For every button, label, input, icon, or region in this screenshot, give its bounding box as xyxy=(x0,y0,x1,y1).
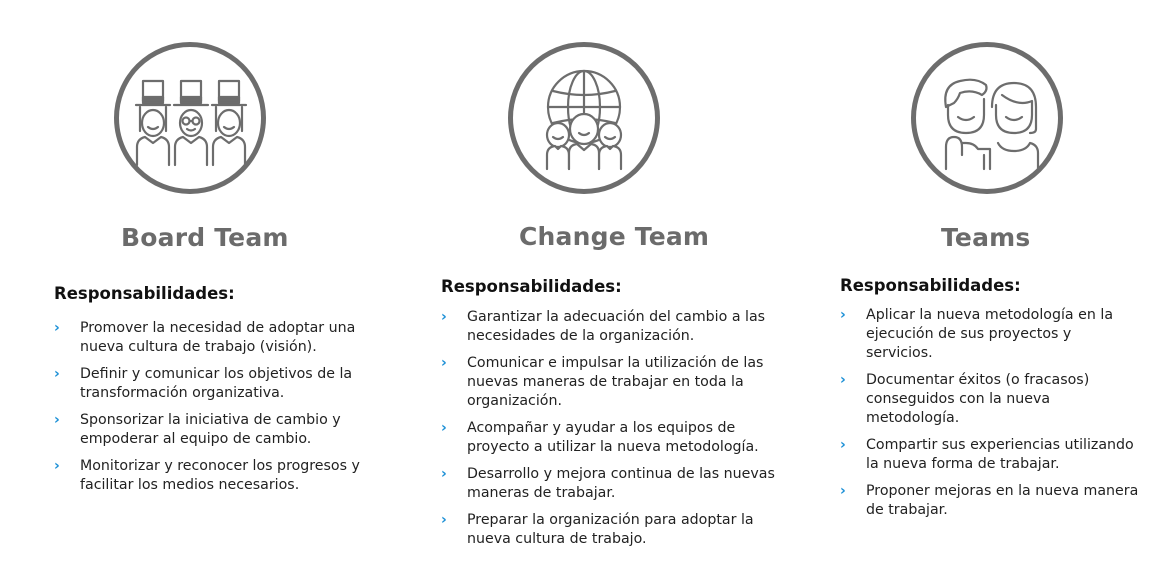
chevron-right-icon: › xyxy=(840,307,846,323)
responsibilities-list: ›Aplicar la nueva metodología en la ejec… xyxy=(840,306,1140,528)
list-item: ›Aplicar la nueva metodología en la ejec… xyxy=(840,307,1114,361)
list-item: ›Promover la necesidad de adoptar una nu… xyxy=(54,320,356,355)
list-item: ›Sponsorizar la iniciativa de cambio y e… xyxy=(54,412,341,447)
chevron-right-icon: › xyxy=(54,366,60,382)
list-item: ›Compartir sus experiencias utilizando l… xyxy=(840,437,1134,472)
chevron-right-icon: › xyxy=(441,420,447,436)
column-title: Change Team xyxy=(519,222,710,251)
list-item: ›Documentar éxitos (o fracasos) consegui… xyxy=(840,372,1090,426)
global-team-icon xyxy=(508,42,660,194)
list-item: ›Proponer mejoras en la nueva manera de … xyxy=(840,483,1139,518)
responsibilities-label: Responsabilidades: xyxy=(54,284,235,303)
chevron-right-icon: › xyxy=(840,372,846,388)
board-members-top-hats-icon xyxy=(114,42,266,194)
team-members-icon xyxy=(911,42,1063,194)
chevron-right-icon: › xyxy=(840,437,846,453)
list-item: ›Monitorizar y reconocer los progresos y… xyxy=(54,458,360,493)
chevron-right-icon: › xyxy=(441,309,447,325)
chevron-right-icon: › xyxy=(441,466,447,482)
list-item: ›Comunicar e impulsar la utilización de … xyxy=(441,355,764,409)
responsibilities-list: ›Garantizar la adecuación del cambio a l… xyxy=(441,308,781,557)
list-item: ›Preparar la organización para adoptar l… xyxy=(441,512,754,547)
chevron-right-icon: › xyxy=(54,458,60,474)
list-item: ›Desarrollo y mejora continua de las nue… xyxy=(441,466,775,501)
chevron-right-icon: › xyxy=(441,512,447,528)
list-item: ›Acompañar y ayudar a los equipos de pro… xyxy=(441,420,759,455)
list-item: ›Garantizar la adecuación del cambio a l… xyxy=(441,309,766,344)
chevron-right-icon: › xyxy=(840,483,846,499)
list-item: ›Definir y comunicar los objetivos de la… xyxy=(54,366,353,401)
chevron-right-icon: › xyxy=(54,320,60,336)
column-title: Board Team xyxy=(121,223,289,252)
chevron-right-icon: › xyxy=(54,412,60,428)
responsibilities-label: Responsabilidades: xyxy=(441,277,622,296)
responsibilities-label: Responsabilidades: xyxy=(840,276,1021,295)
responsibilities-list: ›Promover la necesidad de adoptar una nu… xyxy=(54,319,364,503)
chevron-right-icon: › xyxy=(441,355,447,371)
column-title: Teams xyxy=(941,223,1031,252)
